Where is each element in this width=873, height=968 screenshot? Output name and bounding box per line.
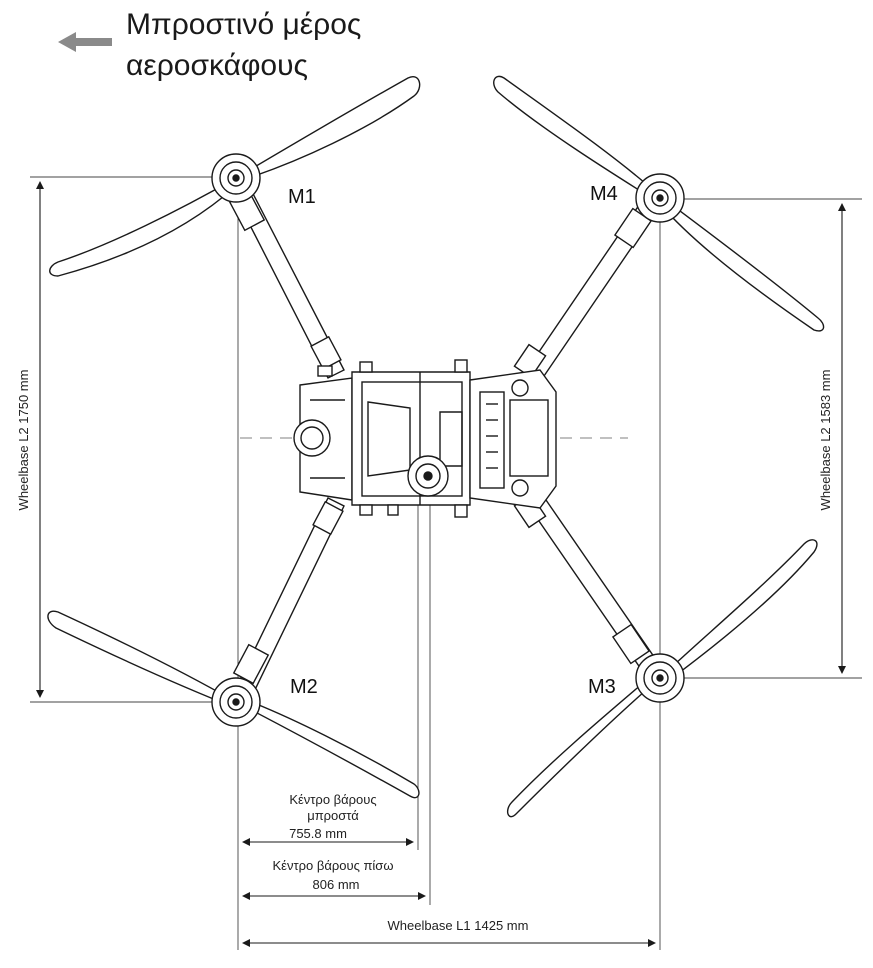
propeller-m3 bbox=[506, 539, 818, 818]
front-label-line1: Μπροστινό μέρος bbox=[126, 8, 361, 41]
propeller-m2 bbox=[47, 610, 420, 799]
cg-front-label-line1: Κέντρο βάρους bbox=[289, 792, 376, 807]
motor-hub-m1 bbox=[211, 153, 261, 203]
motor-label-m1: M1 bbox=[288, 186, 316, 208]
cg-front-label-line2: μπροστά bbox=[307, 808, 359, 823]
motor-label-m3: M3 bbox=[588, 676, 616, 698]
left-arrow-icon bbox=[58, 32, 112, 52]
cg-rear-label: Κέντρο βάρους πίσω bbox=[273, 858, 394, 873]
propeller-m4 bbox=[493, 75, 825, 332]
motor-hub-m3 bbox=[635, 653, 685, 703]
motor-label-m4: M4 bbox=[590, 183, 618, 205]
wheelbase-right-label: Wheelbase L2 1583 mm bbox=[818, 370, 833, 511]
motor-hub-m2 bbox=[211, 677, 261, 727]
extension-lines bbox=[30, 176, 862, 950]
wheelbase-left-label: Wheelbase L2 1750 mm bbox=[16, 370, 31, 511]
propeller-m1 bbox=[49, 76, 421, 277]
motor-hub-m4 bbox=[635, 173, 685, 223]
motor-label-m2: M2 bbox=[290, 676, 318, 698]
cg-front-value: 755.8 mm bbox=[289, 826, 347, 841]
front-label-line2: αεροσκάφους bbox=[126, 49, 308, 82]
wheelbase-bottom-label: Wheelbase L1 1425 mm bbox=[388, 918, 529, 933]
cg-rear-value: 806 mm bbox=[313, 877, 360, 892]
dimension-lines bbox=[36, 181, 846, 947]
drone-body bbox=[293, 359, 557, 518]
